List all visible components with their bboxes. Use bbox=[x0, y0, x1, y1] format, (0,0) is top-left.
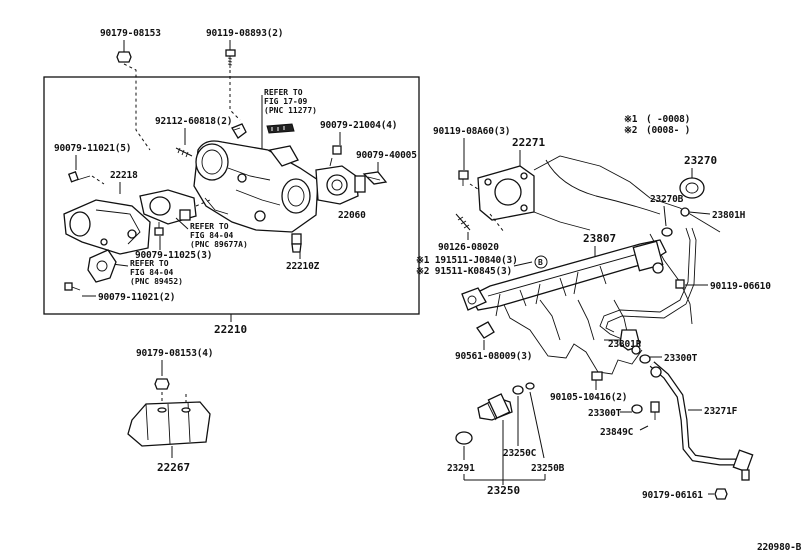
label-90126-08020[interactable]: 90126-08020 bbox=[438, 242, 499, 253]
label-90079-40005[interactable]: 90079-40005 bbox=[356, 150, 417, 161]
o-ring-icon bbox=[680, 207, 690, 217]
label-191511-J0840[interactable]: ※1 191511-J0840(3) bbox=[416, 255, 518, 266]
gasket-icon bbox=[639, 354, 651, 364]
label-23300T-b[interactable]: 23300T bbox=[588, 408, 622, 419]
stud-bolt-icon bbox=[455, 213, 471, 231]
svg-text:FIG 84-04: FIG 84-04 bbox=[190, 231, 234, 240]
label-90079-11025[interactable]: 90079-11025(3) bbox=[135, 250, 212, 261]
label-90079-21004[interactable]: 90079-21004(4) bbox=[320, 120, 397, 131]
insulator-icon bbox=[455, 431, 473, 445]
svg-text:※2: ※2 bbox=[624, 125, 637, 136]
union-fitting-icon bbox=[619, 329, 641, 355]
label-23291[interactable]: 23291 bbox=[447, 463, 475, 474]
label-23807[interactable]: 23807 bbox=[583, 232, 616, 245]
o-ring-icon bbox=[512, 385, 524, 395]
label-23300T-a[interactable]: 23300T bbox=[664, 353, 698, 364]
diagram-code: 220980-B bbox=[757, 542, 802, 553]
gasket-icon bbox=[477, 165, 535, 221]
nut-icon bbox=[714, 488, 728, 500]
bolt-icon bbox=[64, 282, 81, 291]
label-23849C[interactable]: 23849C bbox=[600, 427, 634, 438]
label-90079-11021-5[interactable]: 90079-11021(5) bbox=[54, 143, 131, 154]
svg-text:( -0008): ( -0008) bbox=[646, 114, 690, 125]
bolt-icon bbox=[591, 371, 603, 381]
bolt-icon bbox=[154, 222, 164, 236]
label-23270[interactable]: 23270 bbox=[684, 154, 717, 167]
small-fitting-icon bbox=[291, 233, 302, 253]
label-90179-08153-4[interactable]: 90179-08153(4) bbox=[136, 348, 213, 359]
cap-icon bbox=[476, 321, 495, 339]
svg-text:B: B bbox=[538, 258, 543, 267]
bracket-icon bbox=[127, 401, 211, 447]
bolt-icon bbox=[329, 145, 342, 167]
clip-icon bbox=[362, 171, 388, 185]
label-22218[interactable]: 22218 bbox=[110, 170, 138, 181]
legend: ※1 ( -0008) ※2 (0008- ) bbox=[624, 114, 690, 136]
label-90119-08893[interactable]: 90119-08893(2) bbox=[206, 28, 283, 39]
clip-icon bbox=[231, 123, 247, 139]
throttle-body-icon bbox=[193, 140, 319, 233]
label-22060[interactable]: 22060 bbox=[338, 210, 366, 221]
valve-body-icon bbox=[139, 189, 197, 225]
nut-icon bbox=[116, 51, 132, 63]
throttle-sensor-icon bbox=[315, 165, 366, 205]
label-92112-60818[interactable]: 92112-60818(2) bbox=[155, 116, 232, 127]
svg-text:(PNC 89677A): (PNC 89677A) bbox=[190, 240, 248, 249]
refer-note-fig-84-04-b: REFER TO FIG 84-04 (PNC 89452) bbox=[130, 259, 183, 286]
o-ring-icon bbox=[661, 227, 673, 237]
connector-icon bbox=[87, 249, 117, 283]
label-22271[interactable]: 22271 bbox=[512, 136, 545, 149]
bolt-icon bbox=[458, 170, 469, 186]
fuel-rail-icon bbox=[461, 239, 667, 317]
label-90119-08A60[interactable]: 90119-08A60(3) bbox=[433, 126, 510, 137]
refer-note-fig-17-09: REFER TO FIG 17-09 (PNC 11277) bbox=[264, 88, 317, 115]
svg-text:REFER TO: REFER TO bbox=[190, 222, 229, 231]
pressure-regulator-icon bbox=[679, 177, 705, 199]
svg-text:(PNC 89452): (PNC 89452) bbox=[130, 277, 183, 286]
label-91511-K0845[interactable]: ※2 91511-K0845(3) bbox=[416, 266, 512, 277]
label-90179-06161[interactable]: 90179-06161 bbox=[642, 490, 703, 501]
o-ring-icon bbox=[525, 382, 535, 390]
label-23270B[interactable]: 23270B bbox=[650, 194, 684, 205]
label-22267[interactable]: 22267 bbox=[157, 461, 190, 474]
label-23801H[interactable]: 23801H bbox=[712, 210, 746, 221]
label-23801P[interactable]: 23801P bbox=[608, 339, 642, 350]
fuel-line-icon bbox=[599, 227, 691, 351]
intake-manifold-icon bbox=[499, 155, 721, 375]
gasket-icon bbox=[631, 404, 643, 414]
callout-b bbox=[534, 255, 548, 269]
fuel-hose-icon bbox=[649, 361, 754, 481]
label-90119-06610[interactable]: 90119-06610 bbox=[710, 281, 771, 292]
svg-text:(0008- ): (0008- ) bbox=[646, 125, 690, 136]
bolt-icon bbox=[675, 279, 685, 289]
label-23250B[interactable]: 23250B bbox=[531, 463, 565, 474]
bolt-icon bbox=[67, 171, 91, 183]
fuel-injector-icon bbox=[477, 393, 513, 421]
label-23250[interactable]: 23250 bbox=[487, 484, 520, 497]
svg-text:※1: ※1 bbox=[624, 114, 638, 125]
label-23250C[interactable]: 23250C bbox=[503, 448, 537, 459]
svg-text:REFER TO: REFER TO bbox=[264, 88, 303, 97]
union-bolt-icon bbox=[650, 401, 660, 420]
nut-icon bbox=[154, 378, 170, 390]
svg-text:FIG 84-04: FIG 84-04 bbox=[130, 268, 174, 277]
stud-bolt-icon bbox=[175, 147, 193, 158]
label-23271F[interactable]: 23271F bbox=[704, 406, 738, 417]
label-90179-08153[interactable]: 90179-08153 bbox=[100, 28, 161, 39]
label-90105-10416[interactable]: 90105-10416(2) bbox=[550, 392, 627, 403]
svg-text:(PNC 11277): (PNC 11277) bbox=[264, 106, 317, 115]
label-22210[interactable]: 22210 bbox=[214, 323, 247, 336]
svg-text:FIG 17-09: FIG 17-09 bbox=[264, 97, 308, 106]
label-22210Z[interactable]: 22210Z bbox=[286, 261, 320, 272]
gasket-icon bbox=[266, 123, 295, 134]
label-90079-11021-2[interactable]: 90079-11021(2) bbox=[98, 292, 175, 303]
air-valve-icon bbox=[63, 199, 151, 255]
refer-note-fig-84-04-a: REFER TO FIG 84-04 (PNC 89677A) bbox=[190, 222, 248, 249]
svg-text:REFER TO: REFER TO bbox=[130, 259, 169, 268]
bolt-icon bbox=[225, 49, 236, 68]
label-90561-08009[interactable]: 90561-08009(3) bbox=[455, 351, 532, 362]
